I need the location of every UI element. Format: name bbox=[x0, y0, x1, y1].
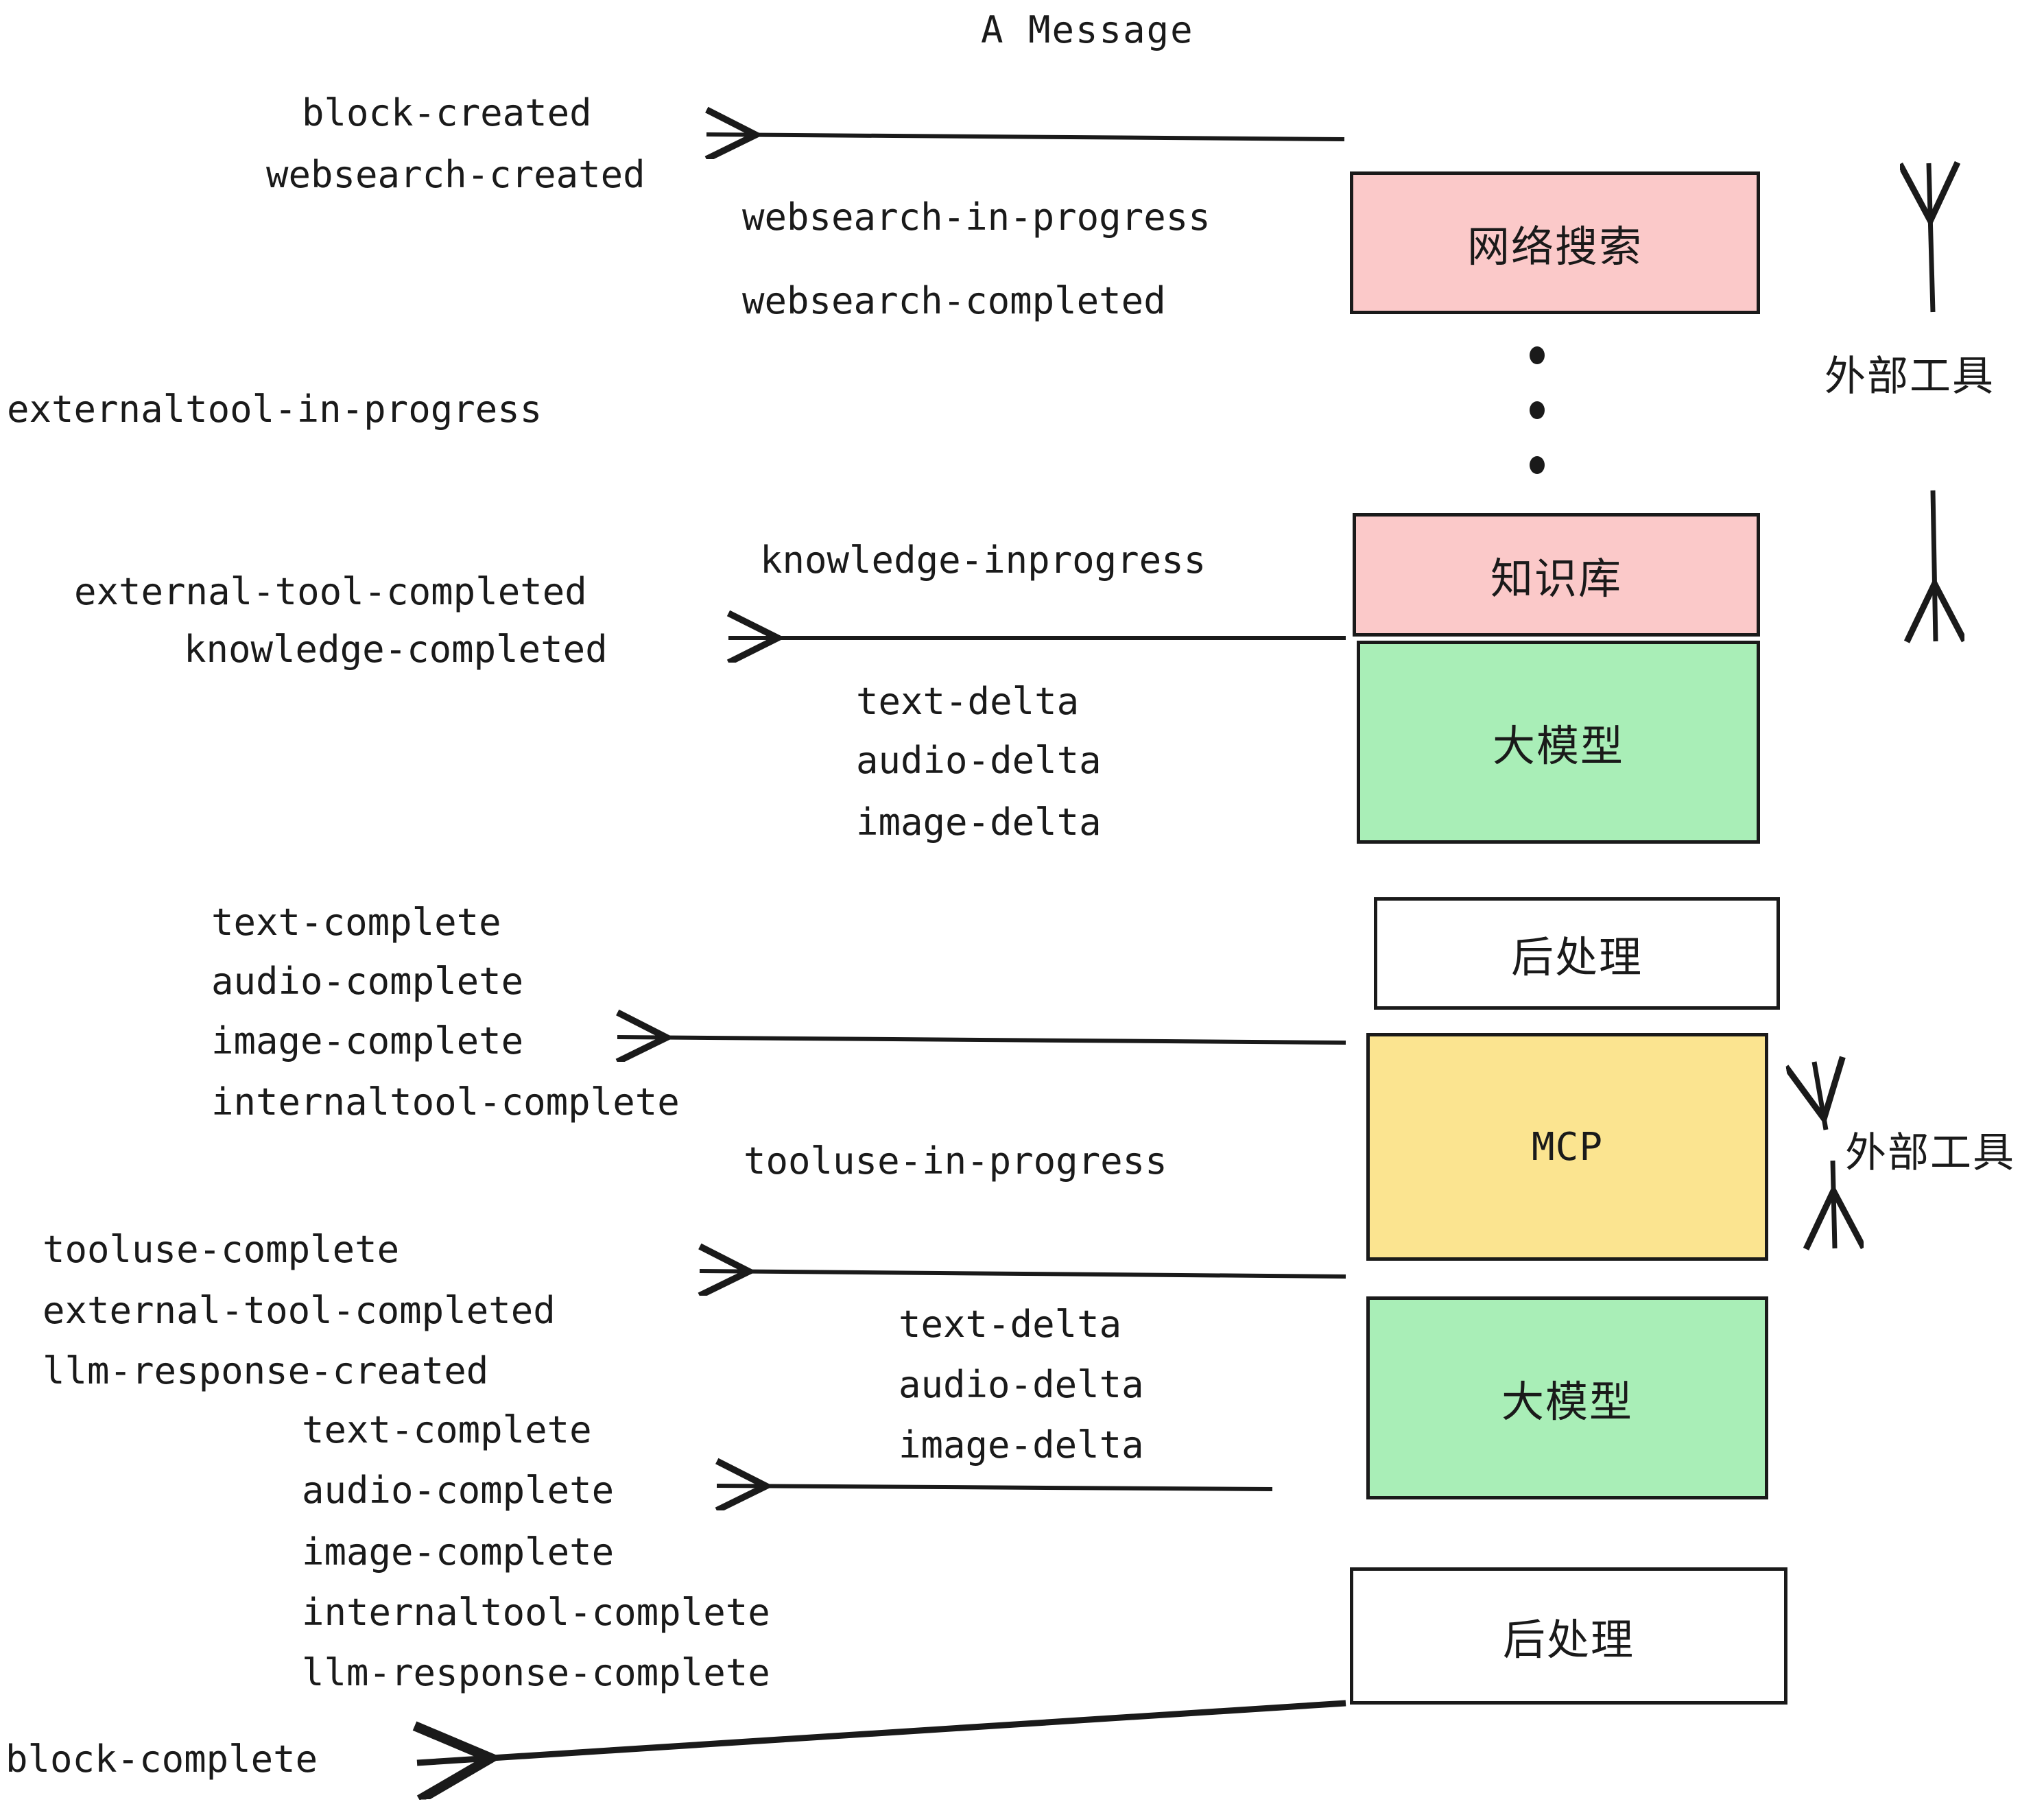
event-label-text-complete-1: text-complete bbox=[211, 901, 501, 944]
event-label-llm-response-created: llm-response-created bbox=[43, 1349, 489, 1392]
external-tools-arrow-down-1 bbox=[1933, 490, 1936, 641]
event-label-image-delta-2: image-delta bbox=[899, 1423, 1144, 1467]
page-title: A Message bbox=[981, 8, 1194, 51]
arrow-image-complete-1 bbox=[617, 1037, 1346, 1043]
event-label-external-tool-completed-1: external-tool-completed bbox=[74, 570, 587, 613]
event-label-audio-delta-1: audio-delta bbox=[856, 739, 1102, 782]
event-label-internaltool-complete-1: internaltool-complete bbox=[211, 1080, 680, 1124]
event-label-tooluse-in-progress: tooluse-in-progress bbox=[744, 1139, 1167, 1183]
event-label-block-complete: block-complete bbox=[5, 1737, 318, 1781]
event-label-external-tool-completed-2: external-tool-completed bbox=[43, 1289, 556, 1332]
event-label-knowledge-inprogress: knowledge-inprogress bbox=[760, 538, 1207, 582]
node-postprocess-2[interactable]: 后处理 bbox=[1350, 1567, 1787, 1705]
event-label-block-created: block-created bbox=[302, 91, 592, 134]
arrow-audio-complete-2 bbox=[717, 1486, 1273, 1489]
event-label-websearch-completed: websearch-completed bbox=[742, 279, 1166, 322]
node-websearch-label: 网络搜索 bbox=[1466, 224, 1643, 271]
ellipsis-dot-2 bbox=[1530, 401, 1545, 419]
arrow-websearch-created bbox=[706, 134, 1345, 139]
node-postprocess-1[interactable]: 后处理 bbox=[1374, 897, 1780, 1010]
side-label-external-tools-bottom: 外部工具 bbox=[1845, 1130, 2015, 1176]
event-label-internaltool-complete-2: internaltool-complete bbox=[302, 1591, 770, 1634]
event-label-text-delta-2: text-delta bbox=[899, 1303, 1122, 1346]
arrow-tooluse-complete bbox=[700, 1271, 1346, 1277]
node-mcp-label: MCP bbox=[1531, 1124, 1604, 1170]
event-label-image-complete-2: image-complete bbox=[302, 1530, 615, 1574]
event-label-text-complete-2: text-complete bbox=[302, 1408, 592, 1451]
event-label-audio-delta-2: audio-delta bbox=[899, 1363, 1144, 1406]
event-label-externaltool-in-progress: externaltool-in-progress bbox=[7, 388, 543, 431]
node-llm-2-label: 大模型 bbox=[1501, 1379, 1633, 1426]
node-postprocess-2-label: 后处理 bbox=[1502, 1617, 1635, 1664]
event-label-audio-complete-2: audio-complete bbox=[302, 1469, 615, 1512]
node-knowledge[interactable]: 知识库 bbox=[1353, 513, 1760, 637]
side-label-external-tools-top: 外部工具 bbox=[1825, 353, 1995, 399]
event-label-knowledge-completed: knowledge-completed bbox=[184, 628, 608, 671]
node-postprocess-1-label: 后处理 bbox=[1510, 934, 1643, 982]
event-label-tooluse-complete: tooluse-complete bbox=[43, 1228, 400, 1271]
ellipsis-dot-1 bbox=[1530, 346, 1545, 364]
event-label-text-delta-1: text-delta bbox=[856, 680, 1080, 723]
node-websearch[interactable]: 网络搜索 bbox=[1350, 171, 1760, 314]
event-label-websearch-created: websearch-created bbox=[266, 153, 645, 196]
external-tools-arrow-down-2 bbox=[1833, 1160, 1835, 1248]
event-label-audio-complete-1: audio-complete bbox=[211, 960, 524, 1003]
node-mcp[interactable]: MCP bbox=[1366, 1033, 1768, 1261]
node-knowledge-label: 知识库 bbox=[1490, 556, 1622, 603]
node-llm-1[interactable]: 大模型 bbox=[1357, 641, 1760, 844]
node-llm-1-label: 大模型 bbox=[1492, 723, 1624, 770]
event-label-llm-response-complete: llm-response-complete bbox=[302, 1651, 770, 1694]
external-tools-arrow-up-2 bbox=[1814, 1062, 1826, 1130]
event-label-image-delta-1: image-delta bbox=[856, 800, 1102, 844]
external-tools-arrow-up-1 bbox=[1929, 163, 1933, 313]
event-label-image-complete-1: image-complete bbox=[211, 1019, 524, 1063]
event-label-websearch-in-progress: websearch-in-progress bbox=[742, 195, 1211, 239]
node-llm-2[interactable]: 大模型 bbox=[1366, 1296, 1768, 1499]
ellipsis-dot-3 bbox=[1530, 456, 1545, 474]
arrow-block-complete bbox=[417, 1700, 1346, 1763]
